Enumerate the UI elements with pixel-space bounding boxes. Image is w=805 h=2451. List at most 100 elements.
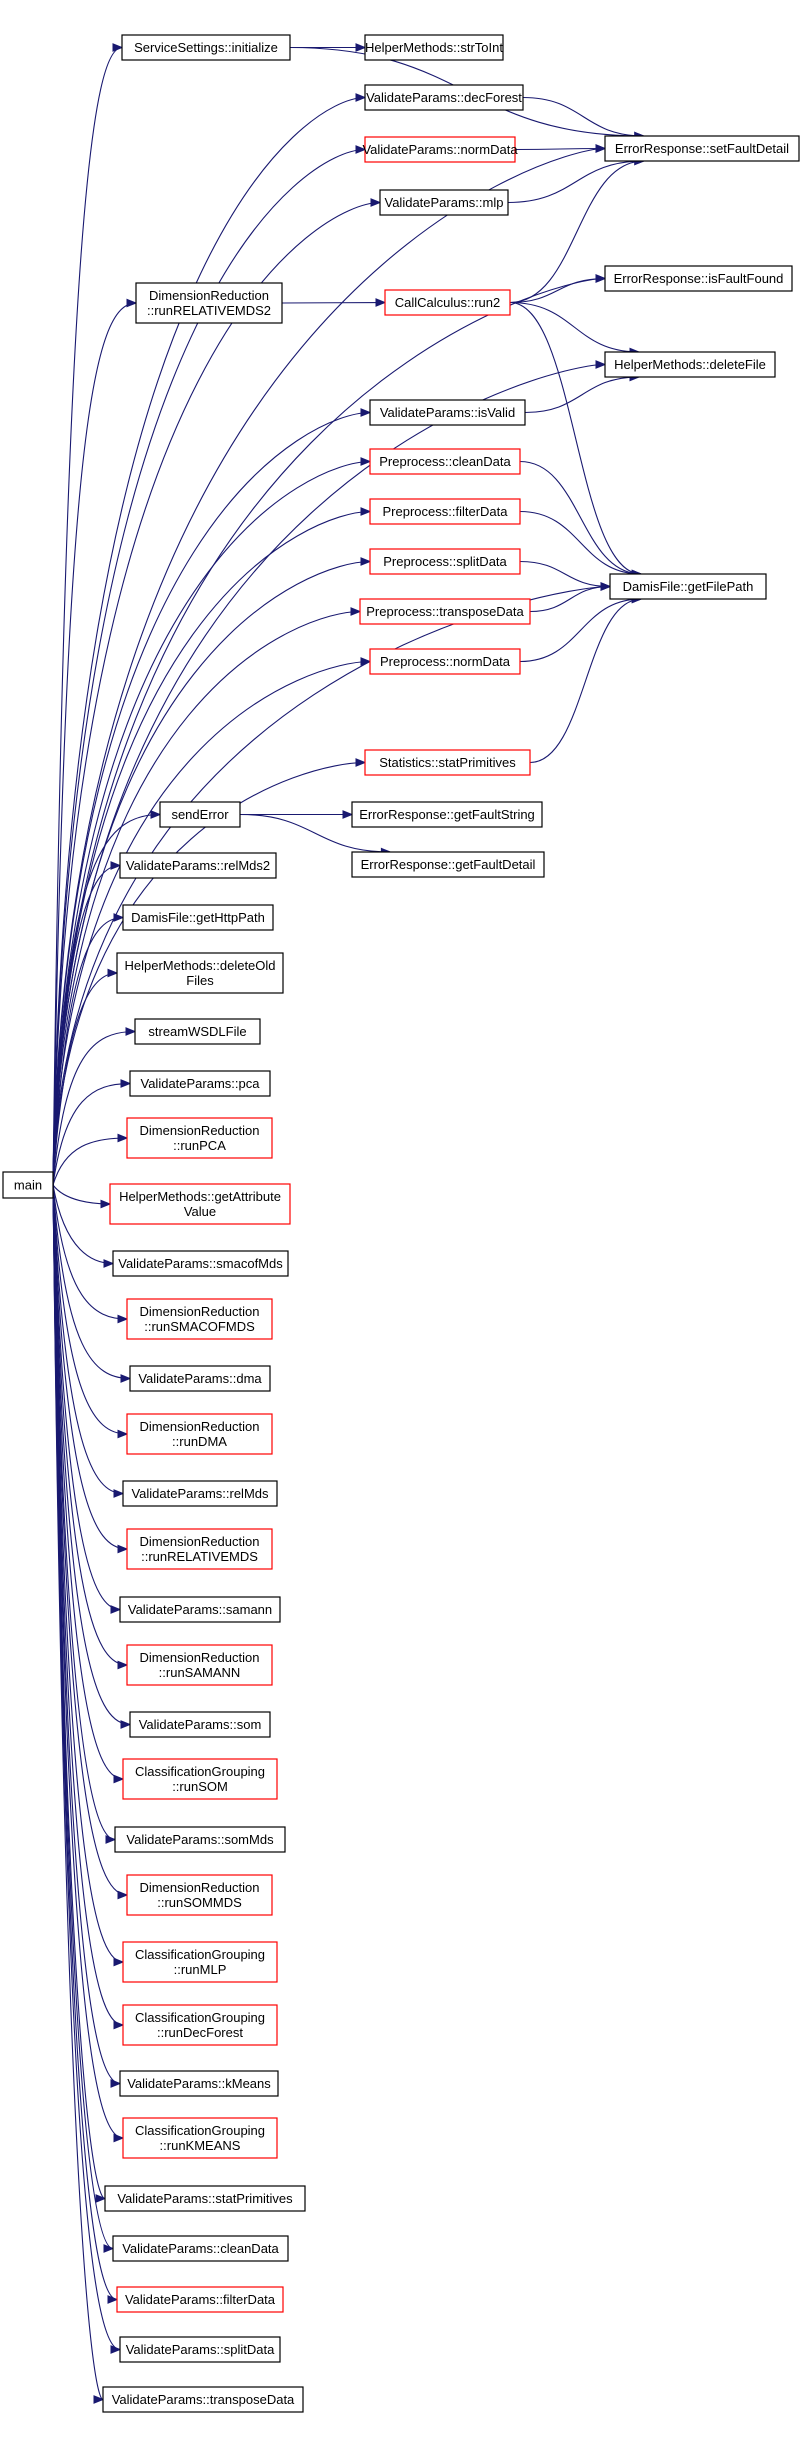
node-box: [369, 498, 521, 525]
node-dr_runRelMDS2[interactable]: DimensionReduction::runRELATIVEMDS2: [135, 282, 283, 324]
node-cc_run2[interactable]: CallCalculus::run2: [384, 289, 511, 316]
node-strToInt[interactable]: HelperMethods::strToInt: [364, 34, 504, 61]
edge-main-to-cg_runSOM: [52, 1184, 124, 1780]
node-dr_runRelMDS[interactable]: DimensionReduction::runRELATIVEMDS: [126, 1528, 273, 1570]
node-vp_somMds[interactable]: ValidateParams::somMds: [114, 1826, 286, 1853]
edge-main-to-getHttpPath: [52, 916, 124, 1186]
node-label: Preprocess::splitData: [383, 554, 507, 569]
node-vp_cleanData[interactable]: ValidateParams::cleanData: [112, 2235, 289, 2262]
node-pp_filterData[interactable]: Preprocess::filterData: [369, 498, 521, 525]
node-vp_samann[interactable]: ValidateParams::samann: [119, 1596, 281, 1623]
node-box: [2, 1171, 54, 1199]
node-svc_init[interactable]: ServiceSettings::initialize: [121, 34, 291, 61]
arrowhead-deleteOldFiles: [107, 968, 119, 978]
node-label: ::runSOMMDS: [157, 1895, 242, 1910]
node-cg_runMLP[interactable]: ClassificationGrouping::runMLP: [122, 1941, 278, 1983]
node-vp_smacofMds[interactable]: ValidateParams::smacofMds: [112, 1250, 289, 1277]
node-box: [351, 801, 543, 828]
arrowhead-vp_relMds2: [110, 861, 122, 870]
node-label: Files: [186, 973, 214, 988]
node-cg_runSOM[interactable]: ClassificationGrouping::runSOM: [122, 1758, 278, 1800]
arrowhead-svc_init: [112, 43, 124, 52]
node-box: [102, 2386, 304, 2413]
node-pp_transposeData[interactable]: Preprocess::transposeData: [359, 598, 531, 625]
arrowhead-vp_pca: [120, 1079, 132, 1088]
node-label: ::runDecForest: [157, 2025, 243, 2040]
node-cg_runDecForest[interactable]: ClassificationGrouping::runDecForest: [122, 2004, 278, 2046]
node-box: [604, 351, 776, 378]
node-vp_dma[interactable]: ValidateParams::dma: [129, 1365, 271, 1392]
node-label: ValidateParams::relMds2: [126, 858, 270, 873]
node-vp_som[interactable]: ValidateParams::som: [129, 1711, 271, 1738]
node-pp_cleanData[interactable]: Preprocess::cleanData: [369, 448, 521, 475]
node-box: [135, 282, 283, 324]
node-getHttpPath[interactable]: DamisFile::getHttpPath: [122, 904, 274, 931]
node-main[interactable]: main: [2, 1171, 54, 1199]
node-label: ::runKMEANS: [160, 2138, 241, 2153]
arrowhead-dr_runDMA: [117, 1429, 129, 1439]
edge-main-to-pp_transposeData: [52, 610, 361, 1186]
arrowhead-cc_run2: [375, 298, 387, 307]
node-box: [369, 648, 521, 675]
node-pp_splitData[interactable]: Preprocess::splitData: [369, 548, 521, 575]
node-label: CallCalculus::run2: [395, 295, 501, 310]
node-vp_normData[interactable]: ValidateParams::normData: [362, 136, 518, 163]
arrowhead-getHttpPath: [113, 913, 125, 922]
node-label: DimensionReduction: [140, 1419, 260, 1434]
node-box: [104, 2185, 306, 2212]
node-vp_relMds[interactable]: ValidateParams::relMds: [122, 1480, 278, 1507]
edge-main-to-streamWSDL: [52, 1030, 136, 1186]
node-label: ::runRELATIVEMDS2: [147, 303, 271, 318]
edge-main-to-dr_runSMACOF: [52, 1184, 128, 1320]
node-label: ValidateParams::filterData: [125, 2292, 276, 2307]
node-streamWSDL[interactable]: streamWSDLFile: [134, 1018, 261, 1045]
node-label: ValidateParams::som: [139, 1717, 262, 1732]
node-sendError[interactable]: sendError: [159, 801, 241, 828]
node-stat_prims[interactable]: Statistics::statPrimitives: [364, 749, 531, 776]
node-vp_decForest[interactable]: ValidateParams::decForest: [364, 84, 524, 111]
node-vp_pca[interactable]: ValidateParams::pca: [129, 1070, 271, 1097]
node-dr_runDMA[interactable]: DimensionReduction::runDMA: [126, 1413, 273, 1455]
node-vp_relMds2[interactable]: ValidateParams::relMds2: [119, 852, 277, 879]
node-box: [129, 1365, 271, 1392]
node-label: HelperMethods::getAttribute: [119, 1189, 281, 1204]
node-box: [122, 2117, 278, 2159]
node-label: ClassificationGrouping: [135, 2010, 265, 2025]
node-box: [122, 1480, 278, 1507]
node-deleteFile[interactable]: HelperMethods::deleteFile: [604, 351, 776, 378]
edge-vp_decForest-to-setFaultDetail: [522, 96, 644, 137]
node-vp_kMeans[interactable]: ValidateParams::kMeans: [119, 2070, 279, 2097]
node-dr_runSOMMDS[interactable]: DimensionReduction::runSOMMDS: [126, 1874, 273, 1916]
node-vp_mlp[interactable]: ValidateParams::mlp: [379, 189, 509, 216]
node-dr_runSMACOF[interactable]: DimensionReduction::runSMACOFMDS: [126, 1298, 273, 1340]
node-dr_runSAMANN[interactable]: DimensionReduction::runSAMANN: [126, 1644, 273, 1686]
edge-vp_mlp-to-setFaultDetail: [507, 160, 644, 204]
node-label: streamWSDLFile: [148, 1024, 246, 1039]
node-vp_isValid[interactable]: ValidateParams::isValid: [369, 399, 526, 426]
node-box: [126, 1117, 273, 1159]
node-getFaultString[interactable]: ErrorResponse::getFaultString: [351, 801, 543, 828]
node-vp_transposeData[interactable]: ValidateParams::transposeData: [102, 2386, 304, 2413]
arrowhead-vp_statPrims: [95, 2194, 107, 2203]
node-vp_statPrims[interactable]: ValidateParams::statPrimitives: [104, 2185, 306, 2212]
node-isFaultFound[interactable]: ErrorResponse::isFaultFound: [604, 265, 793, 292]
arrowhead-vp_transposeData: [93, 2395, 105, 2404]
node-setFaultDetail[interactable]: ErrorResponse::setFaultDetail: [604, 135, 800, 162]
arrowhead-cg_runKMEANS: [113, 2133, 125, 2143]
node-label: ValidateParams::statPrimitives: [117, 2191, 293, 2206]
arrowhead-cg_runMLP: [113, 1957, 125, 1967]
arrowhead-vp_som: [120, 1720, 132, 1729]
node-pp_normData[interactable]: Preprocess::normData: [369, 648, 521, 675]
node-box: [369, 548, 521, 575]
node-box: [379, 189, 509, 216]
edge-main-to-vp_pca: [52, 1082, 131, 1186]
node-vp_filterData[interactable]: ValidateParams::filterData: [116, 2286, 284, 2313]
node-getFaultDetail[interactable]: ErrorResponse::getFaultDetail: [351, 851, 545, 878]
node-cg_runKMEANS[interactable]: ClassificationGrouping::runKMEANS: [122, 2117, 278, 2159]
node-vp_splitData[interactable]: ValidateParams::splitData: [119, 2336, 281, 2363]
node-dr_runPCA[interactable]: DimensionReduction::runPCA: [126, 1117, 273, 1159]
node-getFilePath[interactable]: DamisFile::getFilePath: [609, 573, 767, 600]
